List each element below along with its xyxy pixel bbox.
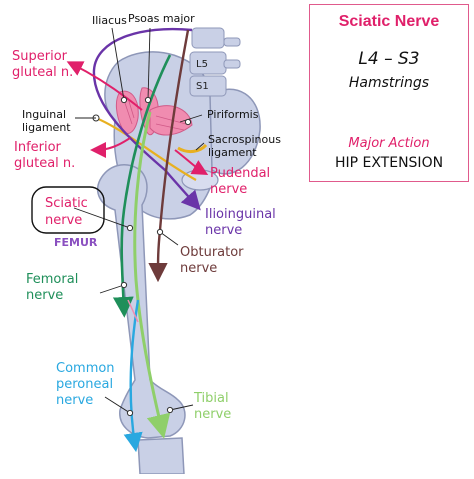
inferior-gluteal-label-1: Inferior [14, 140, 62, 155]
sacrospinous-label-1: Sacrospinous [208, 133, 281, 146]
sciatic-label-box [31, 186, 105, 234]
iliacus-label: Iliacus [92, 14, 127, 27]
superior-gluteal-nerve-path [66, 61, 143, 111]
sciatic-split-arrow [127, 299, 139, 323]
muscles-innervated: Hamstrings [348, 75, 430, 91]
leader-lines [73, 27, 205, 414]
sciatic-label-1: Sciatic [45, 196, 88, 211]
superior-gluteal-label-2: gluteal n. [12, 65, 73, 80]
superior-gluteal-label-1: Superior [12, 49, 68, 64]
l5-label: L5 [196, 59, 208, 70]
nerve-title: Sciatic Nerve [338, 13, 440, 30]
nerve-nodes [120, 96, 192, 417]
common-peroneal-label-3: nerve [56, 393, 93, 408]
ilioinguinal-label-1: Ilioinguinal [205, 207, 276, 222]
sacrospinous-label-2: ligament [208, 146, 257, 159]
pudendal-nerve-path [174, 149, 209, 175]
inferior-gluteal-label-2: gluteal n. [14, 156, 75, 171]
femur-label: FEMUR [54, 236, 98, 249]
s1-label: S1 [196, 81, 209, 92]
femur-bone [96, 164, 186, 439]
info-box: Sciatic Nerve L4 – S3 Hamstrings Major A… [309, 4, 469, 182]
femoral-label-2: nerve [26, 288, 63, 303]
common-peroneal-label-2: peroneal [56, 377, 113, 392]
sciatic-nerve-path [133, 111, 171, 439]
tibial-label-1: Tibial [193, 391, 229, 406]
inferior-gluteal-nerve-path [90, 137, 131, 158]
major-action: HIP EXTENSION [334, 155, 444, 171]
ilioinguinal-nerve-path [92, 27, 201, 211]
obturator-nerve-path [148, 29, 190, 283]
sciatic-label-2: nerve [45, 213, 82, 228]
inguinal-ligament-label-1: Inguinal [22, 108, 66, 121]
nerve-roots: L4 – S3 [358, 49, 420, 69]
pudendal-label-1: Pudendal [210, 166, 270, 181]
femoral-label-1: Femoral [26, 272, 78, 287]
pudendal-label-2: nerve [210, 182, 247, 197]
ilioinguinal-label-2: nerve [205, 223, 242, 238]
psoas-label: Psoas major [128, 12, 195, 25]
major-action-heading: Major Action [348, 136, 430, 151]
tibial-label-2: nerve [194, 407, 231, 422]
sacrospinous-ligament-line [177, 143, 208, 154]
tibia-bone [137, 437, 185, 475]
common-peroneal-label-1: Common [56, 361, 115, 376]
obturator-label-1: Obturator [180, 245, 244, 260]
piriformis-label: Piriformis [207, 108, 259, 121]
obturator-label-2: nerve [180, 261, 217, 276]
inguinal-ligament-label-2: ligament [22, 121, 71, 134]
piriformis-muscle [149, 105, 193, 136]
lumbar-vertebrae [189, 27, 241, 97]
femoral-nerve-path [112, 54, 172, 318]
